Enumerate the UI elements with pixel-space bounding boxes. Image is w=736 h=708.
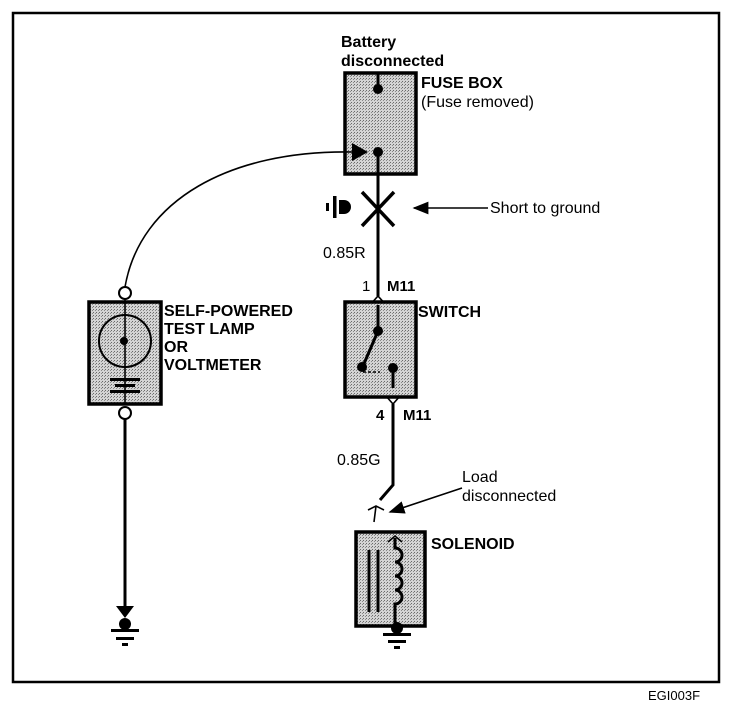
connector-bottom-pin: 4	[376, 407, 385, 424]
load-note-line1: Load	[462, 469, 498, 486]
figure-code: EGI003F	[648, 688, 700, 703]
fuse-terminal-top	[373, 84, 383, 94]
load-note-line2: disconnected	[462, 488, 556, 505]
battery-note-line2: disconnected	[341, 53, 444, 70]
connector-bottom-id: M11	[403, 407, 431, 424]
diagram-frame	[11, 11, 721, 684]
ground-symbol-tester	[111, 606, 139, 646]
test-lead-wire	[124, 151, 353, 288]
tester-terminal-bottom	[118, 406, 132, 420]
tester-terminal-top	[118, 286, 132, 300]
tester-label-line3: OR	[164, 339, 188, 356]
probe-arrow-icon	[352, 143, 368, 161]
wire-top-label: 0.85R	[323, 245, 366, 262]
fuse-box-label: FUSE BOX	[421, 75, 503, 92]
switch-component	[343, 300, 418, 399]
fuse-box	[343, 71, 418, 176]
wire-bottom-label: 0.85G	[337, 452, 381, 469]
solenoid-label: SOLENOID	[431, 536, 515, 553]
ground-symbol-solenoid	[383, 622, 411, 649]
short-to-ground-label: Short to ground	[490, 200, 600, 217]
short-x-mark-icon	[360, 190, 396, 228]
battery-note-line1: Battery	[341, 34, 396, 51]
ground-symbol-short	[326, 196, 351, 218]
connector-top-pin: 1	[362, 278, 370, 295]
test-lamp-component	[87, 299, 163, 406]
open-connector-icon	[367, 505, 385, 523]
tester-label-line1: SELF-POWERED	[164, 303, 293, 320]
tester-label-line2: TEST LAMP	[164, 321, 255, 338]
fuse-box-note: (Fuse removed)	[421, 94, 534, 111]
wire-0.85G	[378, 404, 395, 501]
switch-label: SWITCH	[418, 304, 481, 321]
load-pointer-arrow	[388, 487, 463, 514]
connector-top-id: M11	[387, 278, 415, 295]
tester-label-line4: VOLTMETER	[164, 357, 262, 374]
solenoid-component	[354, 530, 427, 628]
